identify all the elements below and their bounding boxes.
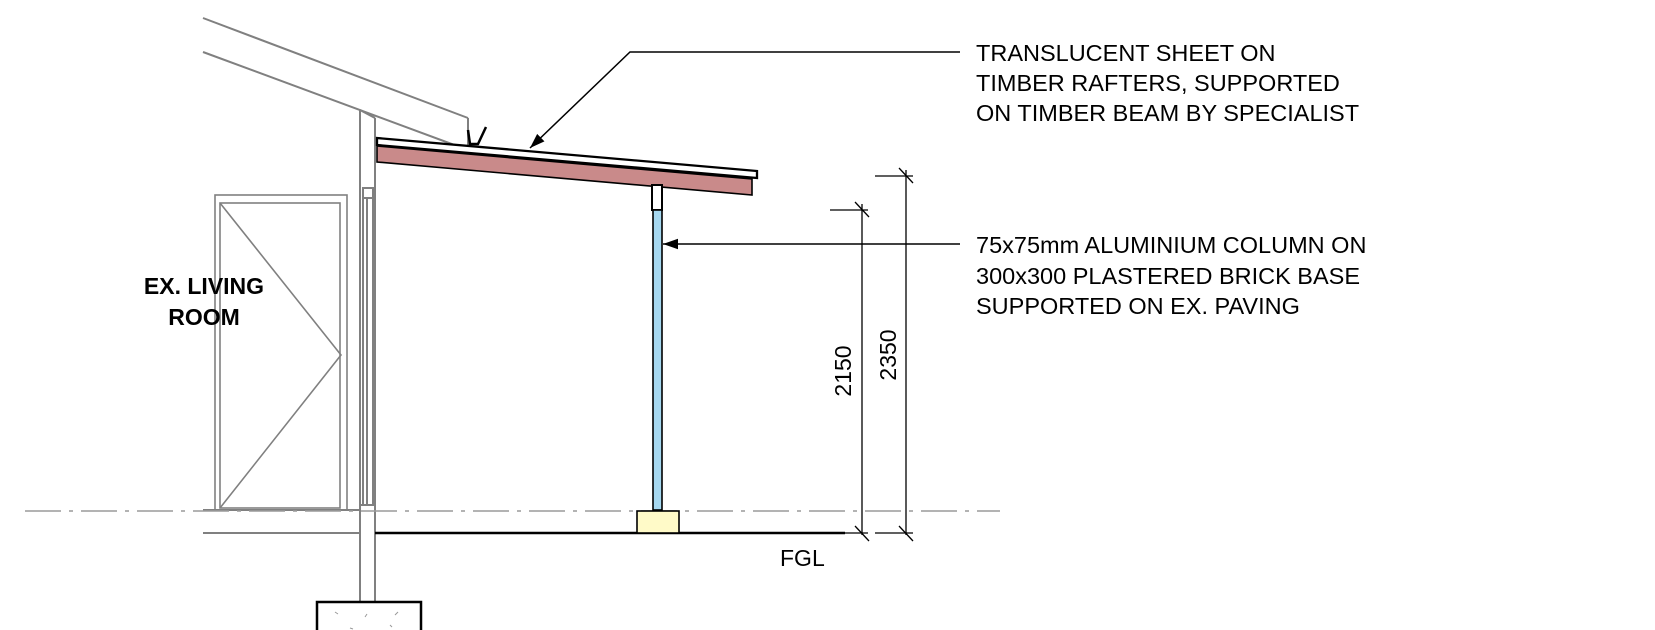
gutter <box>466 126 488 146</box>
room-label-line-1: EX. LIVING <box>144 273 264 299</box>
dimension-inner <box>830 201 870 542</box>
dimension-inner-label: 2150 <box>830 345 856 396</box>
column-note-line-2: 300x300 PLASTERED BRICK BASE <box>976 263 1360 289</box>
roof-note-leader <box>529 51 960 149</box>
column-note-line-3: SUPPORTED ON EX. PAVING <box>976 293 1300 319</box>
existing-door <box>214 194 348 511</box>
timber-beam <box>376 145 753 196</box>
translucent-sheet <box>375 136 759 180</box>
ground-level-label: FGL <box>780 545 825 571</box>
dimension-outer <box>875 167 914 542</box>
existing-roof <box>202 17 469 151</box>
column-note-line-1: 75x75mm ALUMINIUM COLUMN ON <box>976 232 1366 258</box>
roof-note-line-1: TRANSLUCENT SHEET ON <box>976 40 1275 66</box>
new-roof <box>375 136 759 196</box>
aluminium-column <box>651 184 663 511</box>
footing <box>315 600 423 630</box>
existing-floor <box>203 509 360 534</box>
roof-note-line-3: ON TIMBER BEAM BY SPECIALIST <box>976 100 1359 126</box>
dimension-outer-label: 2350 <box>875 329 901 380</box>
existing-wall <box>359 109 376 605</box>
roof-note-line-2: TIMBER RAFTERS, SUPPORTED <box>976 70 1340 96</box>
room-label-line-2: ROOM <box>168 304 240 330</box>
brick-base <box>636 510 680 534</box>
